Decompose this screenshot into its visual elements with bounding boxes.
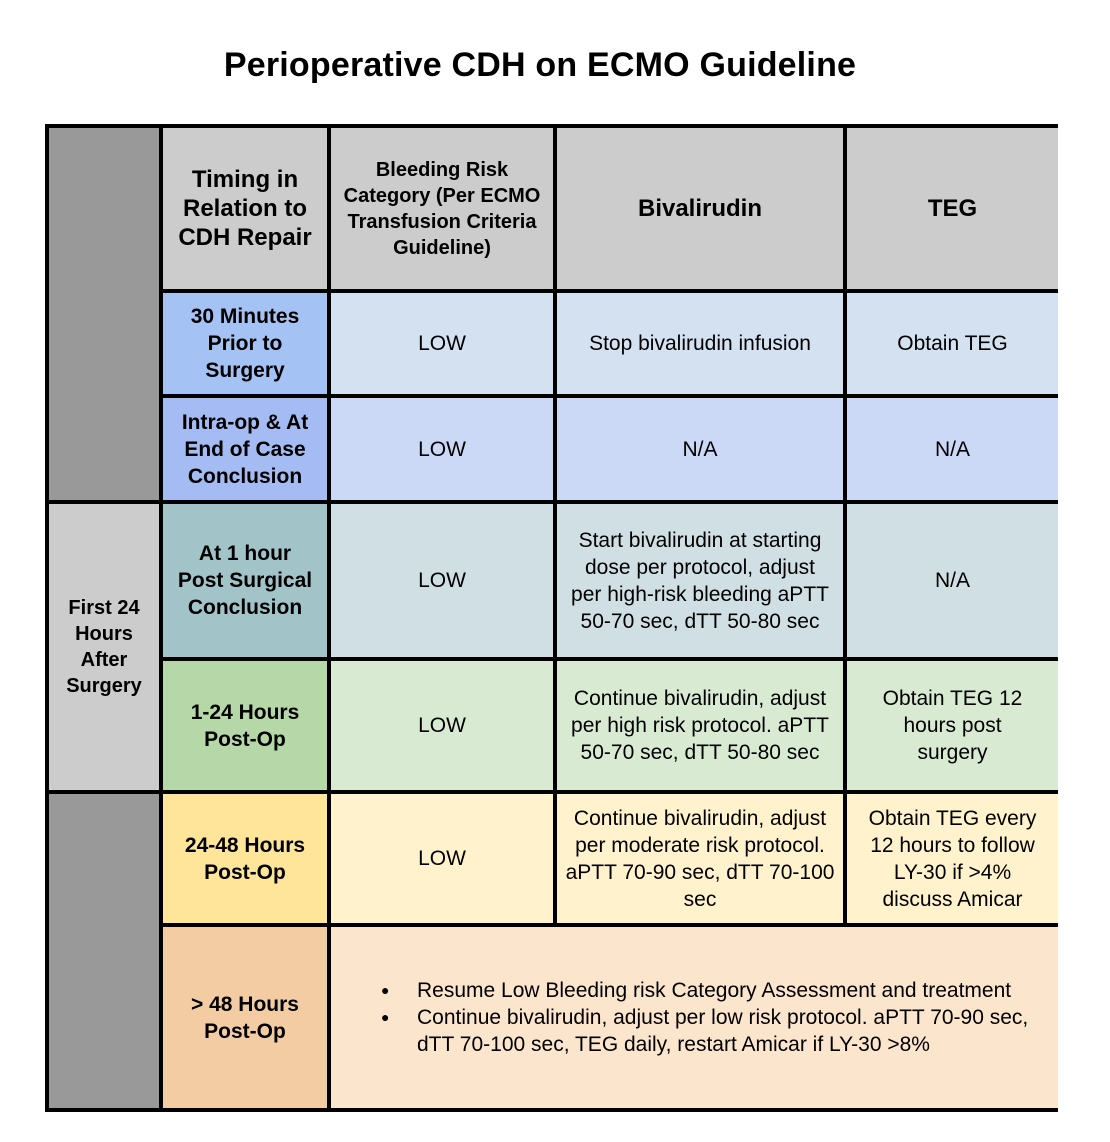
row6-timing: > 48 Hours Post-Op (163, 927, 327, 1108)
page-title: Perioperative CDH on ECMO Guideline (223, 46, 857, 84)
row2-risk: LOW (331, 398, 553, 500)
row6-notes: Resume Low Bleeding risk Category Assess… (331, 927, 1058, 1108)
side-label-first-24-hours: First 24 Hours After Surgery (49, 504, 159, 790)
row4-risk: LOW (331, 661, 553, 790)
row1-timing: 30 Minutes Prior to Surgery (163, 293, 327, 394)
row4-timing: 1-24 Hours Post-Op (163, 661, 327, 790)
row2-timing: Intra-op & At End of Case Conclusion (163, 398, 327, 500)
row3-timing: At 1 hour Post Surgical Conclusion (163, 504, 327, 657)
row3-risk: LOW (331, 504, 553, 657)
row1-teg: Obtain TEG (847, 293, 1058, 394)
guideline-table: Timing in Relation to CDH Repair Bleedin… (45, 124, 1058, 1112)
row1-bivalirudin: Stop bivalirudin infusion (557, 293, 843, 394)
row2-teg: N/A (847, 398, 1058, 500)
bullet-item: Continue bivalirudin, adjust per low ris… (381, 1004, 1038, 1058)
row3-bivalirudin: Start bivalirudin at starting dose per p… (557, 504, 843, 657)
row1-risk: LOW (331, 293, 553, 394)
row5-timing: 24-48 Hours Post-Op (163, 794, 327, 923)
row3-teg: N/A (847, 504, 1058, 657)
side-band-bottom (49, 794, 159, 1108)
row5-bivalirudin: Continue bivalirudin, adjust per moderat… (557, 794, 843, 923)
bullet-list: Resume Low Bleeding risk Category Assess… (381, 977, 1038, 1058)
row4-bivalirudin: Continue bivalirudin, adjust per high ri… (557, 661, 843, 790)
side-band-top (49, 128, 159, 500)
row2-bivalirudin: N/A (557, 398, 843, 500)
header-bivalirudin: Bivalirudin (557, 128, 843, 289)
header-timing: Timing in Relation to CDH Repair (163, 128, 327, 289)
row4-teg: Obtain TEG 12 hours post surgery (847, 661, 1058, 790)
bullet-item: Resume Low Bleeding risk Category Assess… (381, 977, 1038, 1004)
header-teg: TEG (847, 128, 1058, 289)
header-bleeding-risk: Bleeding Risk Category (Per ECMO Transfu… (331, 128, 553, 289)
row5-risk: LOW (331, 794, 553, 923)
row5-teg: Obtain TEG every 12 hours to follow LY-3… (847, 794, 1058, 923)
